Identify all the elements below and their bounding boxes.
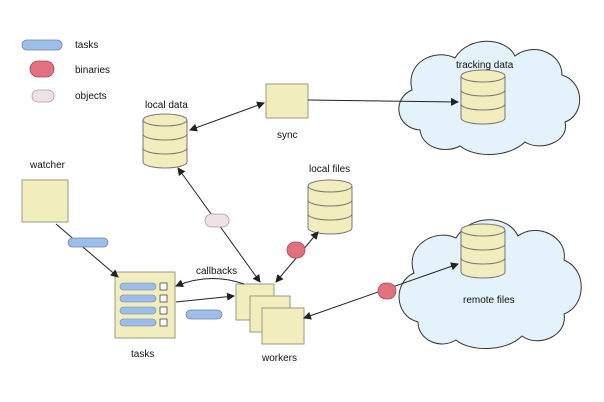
tracking-data-database-icon — [460, 69, 506, 125]
task-pill-tasks-workers — [185, 309, 223, 320]
arrow-local-data-sync — [189, 101, 265, 132]
legend-object-pill — [31, 89, 55, 103]
label-local-data: local data — [145, 100, 188, 111]
arrow-sync-tracking — [307, 97, 459, 106]
arrow-watcher-tasks — [55, 223, 119, 278]
label-sync: sync — [277, 130, 298, 141]
label-workers: workers — [261, 353, 297, 364]
tasks-queue — [114, 271, 176, 339]
legend-tasks-label: tasks — [75, 40, 98, 51]
task-pill-watcher — [67, 237, 109, 248]
local-files-database-icon — [307, 179, 353, 235]
label-watcher: watcher — [29, 160, 66, 171]
watcher-box — [21, 179, 69, 223]
label-remote-files: remote files — [463, 295, 515, 306]
label-local-files: local files — [309, 164, 350, 175]
arrow-callbacks — [175, 277, 245, 288]
label-callbacks: callbacks — [196, 266, 237, 277]
label-tasks: tasks — [131, 349, 154, 360]
remote-files-database-icon — [460, 223, 506, 279]
legend-objects-label: objects — [75, 91, 107, 102]
legend-binary-pill — [29, 60, 55, 78]
object-pill — [204, 213, 230, 228]
workers-stack — [235, 283, 305, 345]
binary-pill-local-files — [286, 241, 306, 259]
legend-binaries-label: binaries — [75, 65, 110, 76]
sync-box — [265, 83, 309, 119]
local-data-database-icon — [142, 113, 188, 169]
arrow-tasks-workers — [175, 292, 235, 303]
legend: tasks binaries objects — [21, 39, 110, 103]
binary-pill-remote — [377, 282, 397, 300]
label-tracking-data: tracking data — [456, 60, 514, 71]
legend-task-pill — [21, 39, 63, 51]
